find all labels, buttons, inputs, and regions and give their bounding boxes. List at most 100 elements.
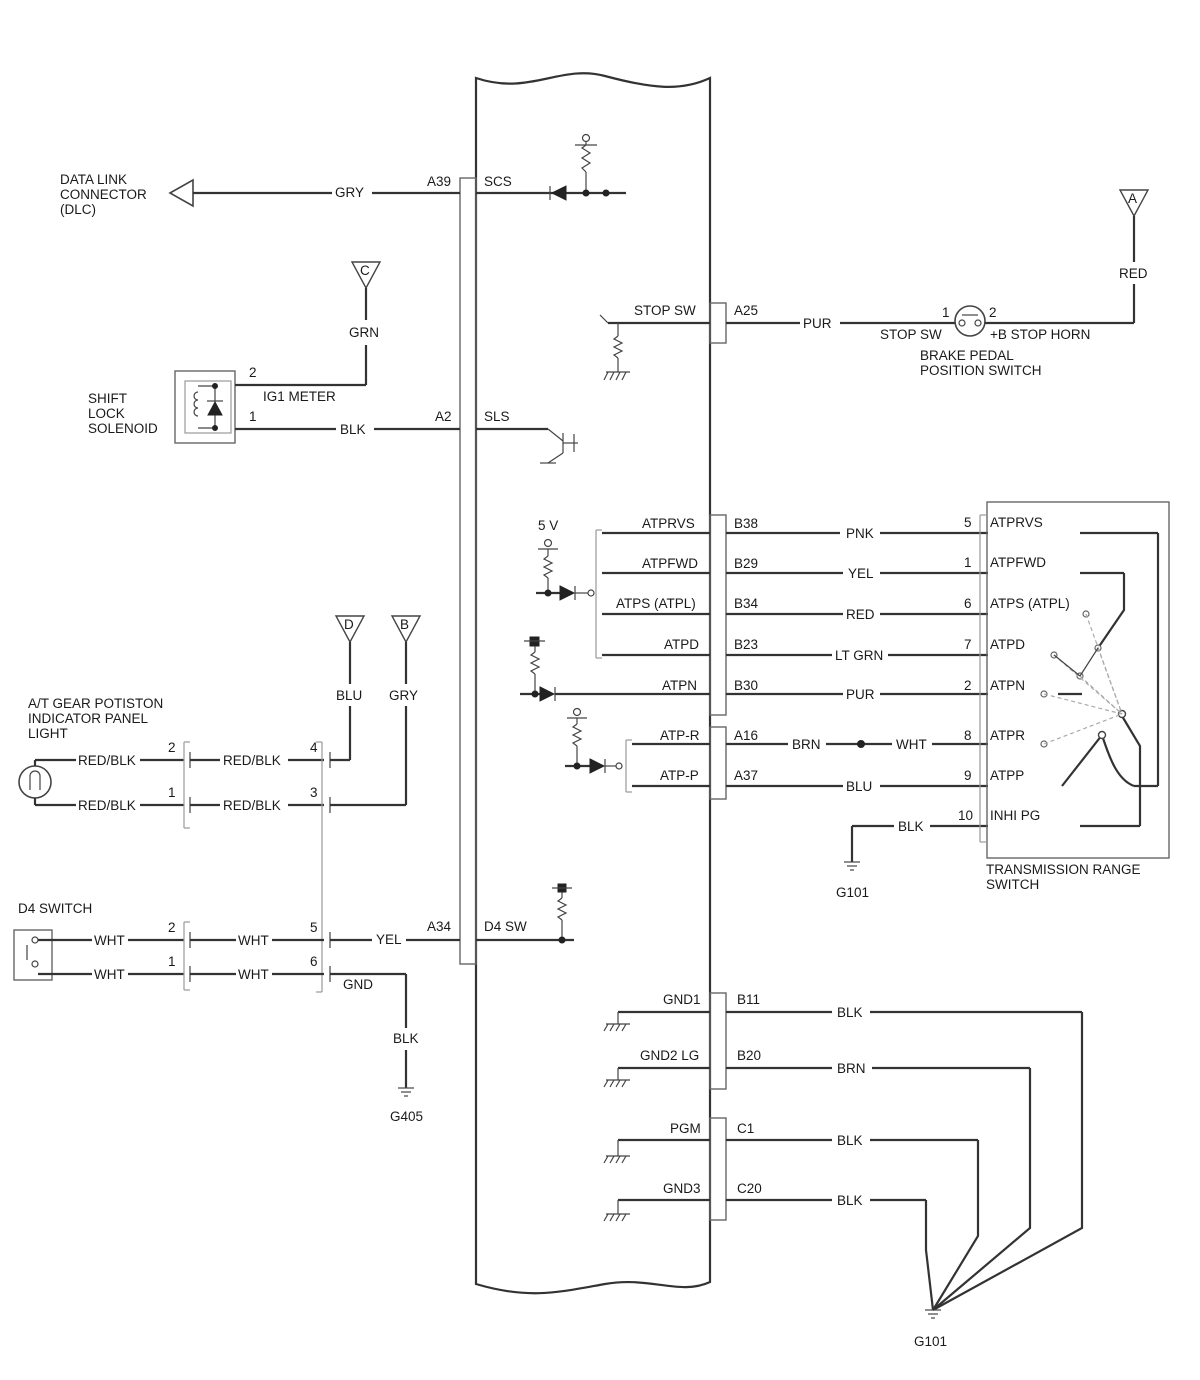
left-connector-strip (459, 177, 477, 965)
connector-b-block (709, 514, 727, 716)
trs-atpfwd: ATPFWD (990, 555, 1046, 570)
pin-mid-4: 4 (310, 740, 318, 755)
atgear-label-3: LIGHT (28, 726, 68, 741)
pin-b11: B11 (737, 992, 760, 1007)
pin-c1: C1 (737, 1121, 754, 1136)
wire-blk-pgm: BLK (837, 1133, 863, 1148)
wire-blk-gnd1: BLK (837, 1005, 863, 1020)
signal-atpd: ATPD (664, 637, 699, 652)
pin-c20: C20 (737, 1181, 762, 1196)
trs-label-2: SWITCH (986, 877, 1039, 892)
pin-gear-1: 1 (168, 785, 176, 800)
shift-lock-label-2: LOCK (88, 406, 125, 421)
flag-b-icon (390, 615, 422, 644)
pin-brake-1: 1 (942, 305, 950, 320)
wire-gry-b: GRY (389, 688, 418, 703)
brake-stopsw-label: STOP SW (880, 327, 942, 342)
wire-pur-stop: PUR (803, 316, 832, 331)
dlc-arrow-icon (168, 178, 194, 208)
flag-d-icon (334, 615, 366, 644)
wire-blu-atpp: BLU (846, 779, 872, 794)
wire-wht-2: WHT (94, 967, 125, 982)
signal-atpn: ATPN (662, 678, 697, 693)
pin-b23: B23 (734, 637, 758, 652)
ecm-body (459, 72, 727, 1295)
trs-pin-10: 10 (958, 808, 973, 823)
diode-icon (550, 185, 567, 201)
trs-pin-8: 8 (964, 728, 972, 743)
brake-pedal-switch: STOP SW A25 PUR 1 2 STOP SW +B STOP HORN… (599, 303, 1134, 381)
wire-redblk-3: RED/BLK (223, 753, 281, 768)
trs-label-1: TRANSMISSION RANGE (986, 862, 1141, 877)
ig1-meter-label: IG1 METER (263, 389, 336, 404)
pin-a37: A37 (734, 768, 758, 783)
trs-pin-5: 5 (964, 515, 972, 530)
wire-yel-d4: YEL (376, 932, 402, 947)
signal-atpp: ATP-P (660, 768, 699, 783)
wire-pnk: PNK (846, 526, 874, 541)
wire-wht-4: WHT (238, 967, 269, 982)
pin-b20: B20 (737, 1048, 761, 1063)
wire-brn-gnd2: BRN (837, 1061, 866, 1076)
wire-ltgrn: LT GRN (835, 648, 883, 663)
flag-c: C (360, 263, 370, 278)
transmission-range-switch: 5 1 6 7 2 8 9 10 ATPRVS ATPFWD ATPS (ATP… (958, 501, 1170, 892)
pin-shift-2: 2 (249, 365, 257, 380)
ground-g405: G405 (390, 1109, 423, 1124)
power-flags: C GRN A RED D BLU B GRY (334, 189, 1150, 805)
wire-gry-dlc: GRY (335, 185, 364, 200)
ground-g101-trs: G101 (836, 885, 869, 900)
signal-gnd1: GND1 (663, 992, 701, 1007)
trs-pin-9: 9 (964, 768, 972, 783)
brake-label-2: POSITION SWITCH (920, 363, 1042, 378)
connector-a25 (709, 302, 727, 344)
pin-brake-2: 2 (989, 305, 997, 320)
pin-b34: B34 (734, 596, 759, 611)
wire-pur-atpn: PUR (846, 687, 875, 702)
pin-mid-6: 6 (310, 954, 318, 969)
pin-mid-5: 5 (310, 920, 318, 935)
wire-blk-inhi: BLK (898, 819, 924, 834)
flag-a-icon (1118, 189, 1150, 218)
brake-switch-icon (954, 305, 986, 337)
shift-lock-label-3: SOLENOID (88, 421, 158, 436)
trs-atprvs: ATPRVS (990, 515, 1043, 530)
pin-d4-1: 1 (168, 954, 176, 969)
trs-pin-6: 6 (964, 596, 972, 611)
trs-pin-1: 1 (964, 555, 972, 570)
wire-red-a: RED (1119, 266, 1148, 281)
atp-circuits: 5 V ATPRVS ATPFWD ATPS (ATPL) ATPD (520, 516, 988, 900)
connector-gnd-block (709, 992, 727, 1090)
signal-d4sw: D4 SW (484, 919, 527, 934)
wire-redblk-2: RED/BLK (78, 798, 136, 813)
d4-switch: D4 SWITCH WHT WHT 2 1 WHT WHT 5 6 YEL A3… (13, 883, 574, 1124)
atgear-label-1: A/T GEAR POTISTON (28, 696, 163, 711)
wire-red-atps: RED (846, 607, 875, 622)
at-gear-indicator: A/T GEAR POTISTON INDICATOR PANEL LIGHT … (18, 696, 406, 993)
dlc-circuit: DATA LINK CONNECTOR (DLC) GRY A39 SCS (60, 133, 626, 217)
dlc-label-3: (DLC) (60, 202, 96, 217)
pin-a2: A2 (435, 409, 452, 424)
pin-b30: B30 (734, 678, 758, 693)
signal-sls: SLS (484, 409, 510, 424)
pin-b38: B38 (734, 516, 758, 531)
pin-a25: A25 (734, 303, 758, 318)
ground-g101-bottom: G101 (914, 1334, 947, 1349)
signal-atps: ATPS (ATPL) (616, 596, 696, 611)
wire-wht-atpr: WHT (896, 737, 927, 752)
connector-a16-block (709, 726, 727, 800)
atgear-label-2: INDICATOR PANEL (28, 711, 149, 726)
five-v-label: 5 V (538, 518, 558, 533)
trs-inhipg: INHI PG (990, 808, 1040, 823)
flag-b: B (400, 617, 409, 632)
signal-gnd3: GND3 (663, 1181, 701, 1196)
d4-switch-label: D4 SWITCH (18, 901, 92, 916)
signal-stopsw: STOP SW (634, 303, 696, 318)
trs-atpp: ATPP (990, 768, 1024, 783)
brake-label-1: BRAKE PEDAL (920, 348, 1014, 363)
pin-a16: A16 (734, 728, 758, 743)
signal-atpfwd: ATPFWD (642, 556, 698, 571)
gnd-label: GND (343, 977, 373, 992)
wire-blk-gnd3: BLK (837, 1193, 863, 1208)
